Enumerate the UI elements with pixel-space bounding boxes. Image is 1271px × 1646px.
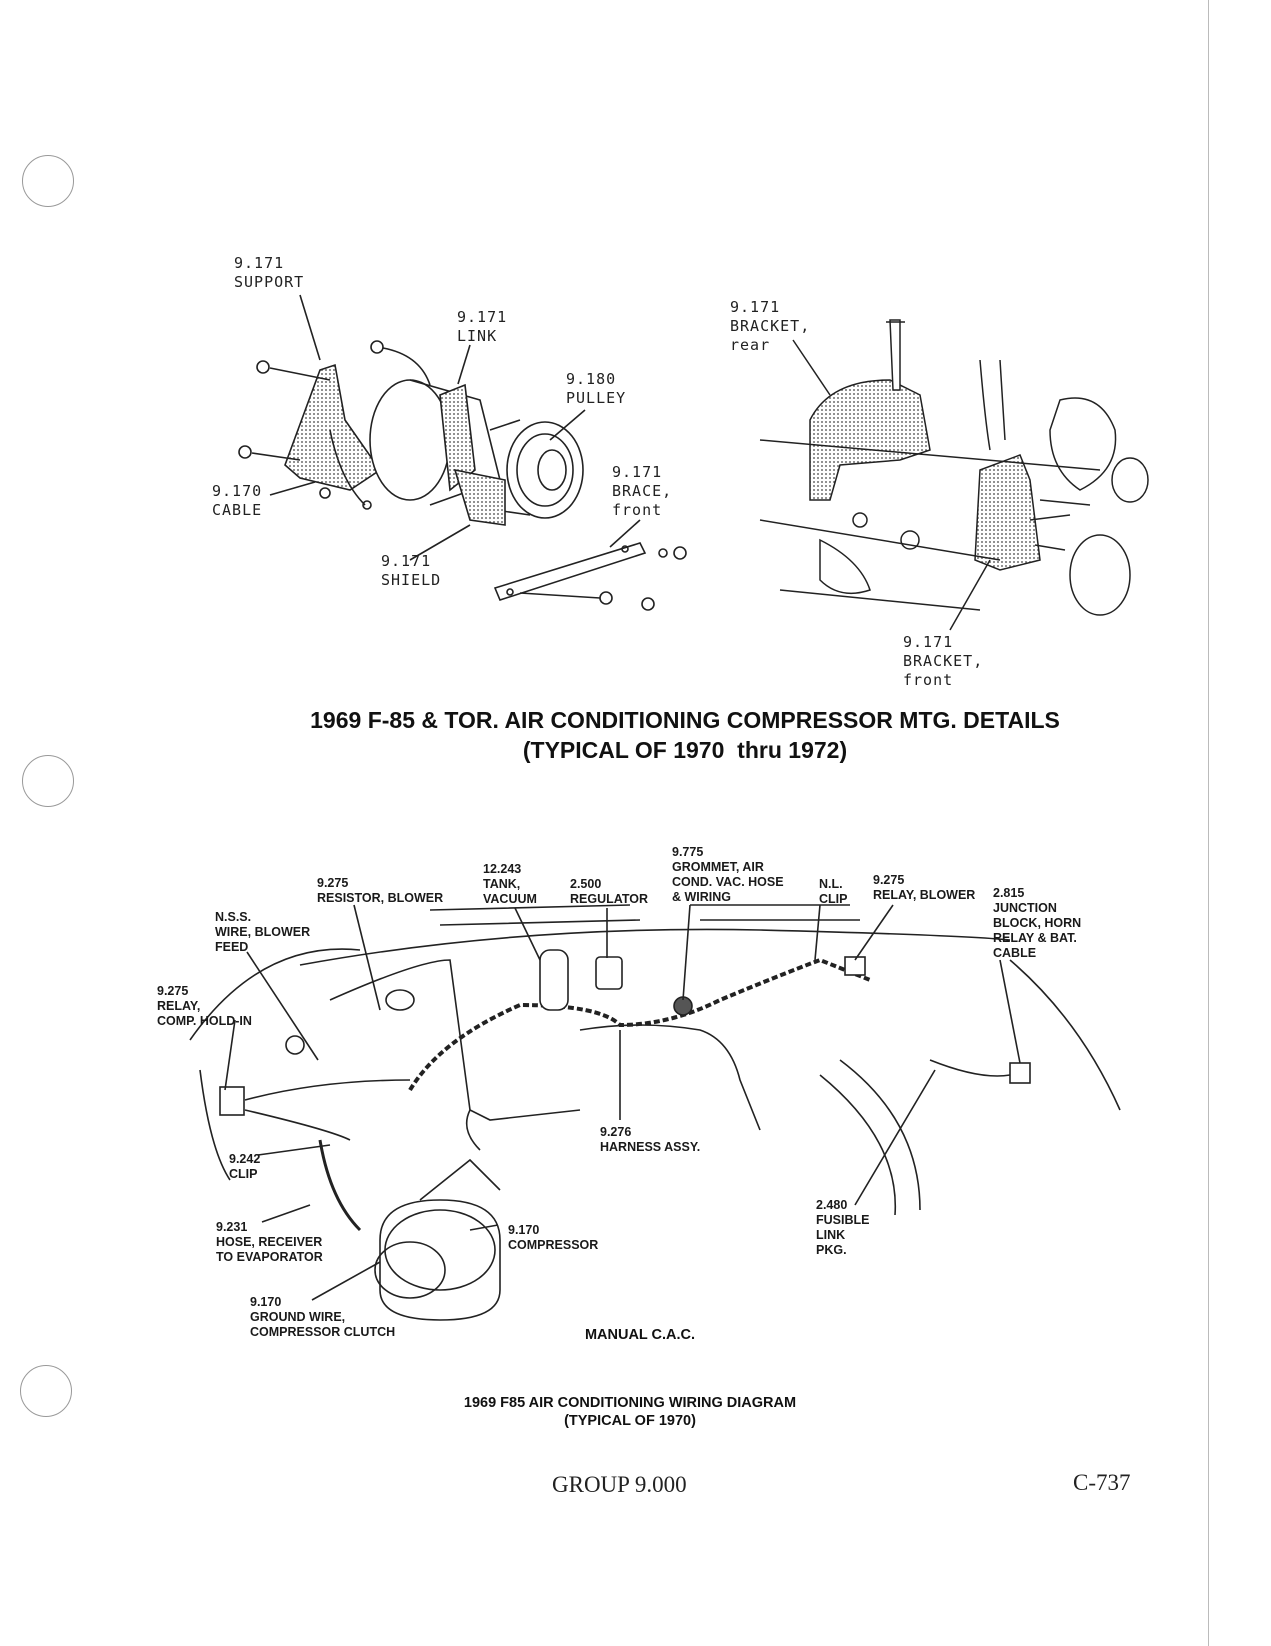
label-link: 9.171 LINK [457, 308, 508, 345]
label-relay-blower: 9.275 RELAY, BLOWER [873, 873, 976, 902]
bottom-figure-subtitle: (TYPICAL OF 1970) [564, 1413, 696, 1429]
page-number: C-737 [1073, 1470, 1131, 1495]
label-relay-comp: 9.275 RELAY, COMP. HOLD-IN [157, 984, 252, 1028]
label-ground-wire: 9.170 GROUND WIRE, COMPRESSOR CLUTCH [250, 1295, 396, 1339]
label-cable: 9.170 CABLE [212, 482, 263, 519]
label-resistor-blower: 9.275 RESISTOR, BLOWER [317, 876, 444, 905]
label-tank-vacuum: 12.243 TANK, VACUUM [483, 862, 537, 906]
binder-hole-middle [22, 755, 74, 807]
label-pulley: 9.180 PULLEY [566, 370, 627, 407]
top-figure-subtitle: (TYPICAL OF 1970 thru 1972) [522, 737, 848, 763]
label-hose-receiver: 9.231 HOSE, RECEIVER TO EVAPORATOR [216, 1220, 323, 1264]
label-shield: 9.171 SHIELD [381, 552, 442, 589]
label-fusible-link: 2.480 FUSIBLE LINK PKG. [816, 1198, 870, 1257]
label-support: 9.171 SUPPORT [234, 254, 305, 291]
binder-hole-top [22, 155, 74, 207]
label-nss-wire: N.S.S. WIRE, BLOWER FEED [215, 910, 311, 954]
group-label: GROUP 9.000 [552, 1472, 687, 1497]
label-compressor: 9.170 COMPRESSOR [508, 1223, 599, 1252]
label-clip: 9.242 CLIP [229, 1152, 261, 1181]
label-harness: 9.276 HARNESS ASSY. [600, 1125, 701, 1154]
bottom-figure-title: 1969 F85 AIR CONDITIONING WIRING DIAGRAM [463, 1395, 797, 1411]
top-figure-title: 1969 F-85 & TOR. AIR CONDITIONING COMPRE… [310, 707, 1060, 733]
label-nl-clip: N.L. CLIP [819, 877, 848, 906]
wiring-caption: MANUAL C.A.C. [584, 1327, 696, 1343]
compressor-mounting-illustration [238, 294, 1149, 631]
binder-hole-bottom [20, 1365, 72, 1417]
label-bracket-front: 9.171 BRACKET, front [903, 633, 984, 689]
scan-edge-line [1208, 0, 1209, 1646]
label-brace-front: 9.171 BRACE, front [612, 463, 673, 519]
label-grommet: 9.775 GROMMET, AIR COND. VAC. HOSE & WIR… [672, 845, 784, 904]
label-junction-block: 2.815 JUNCTION BLOCK, HORN RELAY & BAT. … [993, 886, 1082, 960]
label-bracket-rear: 9.171 BRACKET, rear [730, 298, 811, 354]
label-regulator: 2.500 REGULATOR [570, 877, 649, 906]
